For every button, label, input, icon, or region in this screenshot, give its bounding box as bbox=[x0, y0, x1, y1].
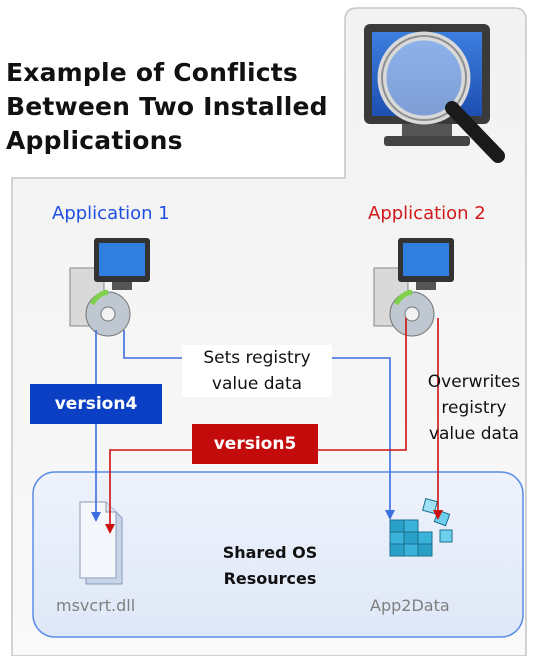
version4-tag: version4 bbox=[30, 384, 162, 424]
sets-registry-note-line-1: Sets registry bbox=[203, 348, 311, 368]
version5-tag: version5 bbox=[192, 424, 318, 464]
title-line-1: Example of Conflicts bbox=[6, 58, 298, 87]
application-2-label: Application 2 bbox=[368, 203, 486, 224]
overwrites-registry-note: Overwrites registry value data bbox=[418, 369, 530, 447]
shared-label-line-1: Shared OS bbox=[222, 543, 318, 562]
app2data-label: App2Data bbox=[370, 596, 450, 615]
shared-label-line-2: Resources bbox=[223, 569, 317, 588]
computer-search-icon bbox=[364, 24, 505, 163]
application-1-label: Application 1 bbox=[52, 203, 170, 224]
shared-os-resources-label: Shared OS Resources bbox=[200, 540, 340, 592]
sets-registry-note-line-2: value data bbox=[211, 374, 303, 394]
installer-icon bbox=[373, 238, 454, 337]
title-line-3: Applications bbox=[6, 126, 183, 155]
installer-icon bbox=[69, 238, 150, 337]
document-icon bbox=[79, 501, 123, 585]
overwrites-note-line-3: value data bbox=[428, 424, 520, 444]
title-line-2: Between Two Installed bbox=[6, 92, 328, 121]
msvcrt-dll-label: msvcrt.dll bbox=[56, 596, 136, 615]
shared-resources-pool bbox=[32, 471, 524, 638]
sets-registry-note: Sets registry value data bbox=[182, 345, 332, 397]
overwrites-note-line-2: registry bbox=[441, 398, 507, 418]
overwrites-note-line-1: Overwrites bbox=[427, 372, 521, 392]
